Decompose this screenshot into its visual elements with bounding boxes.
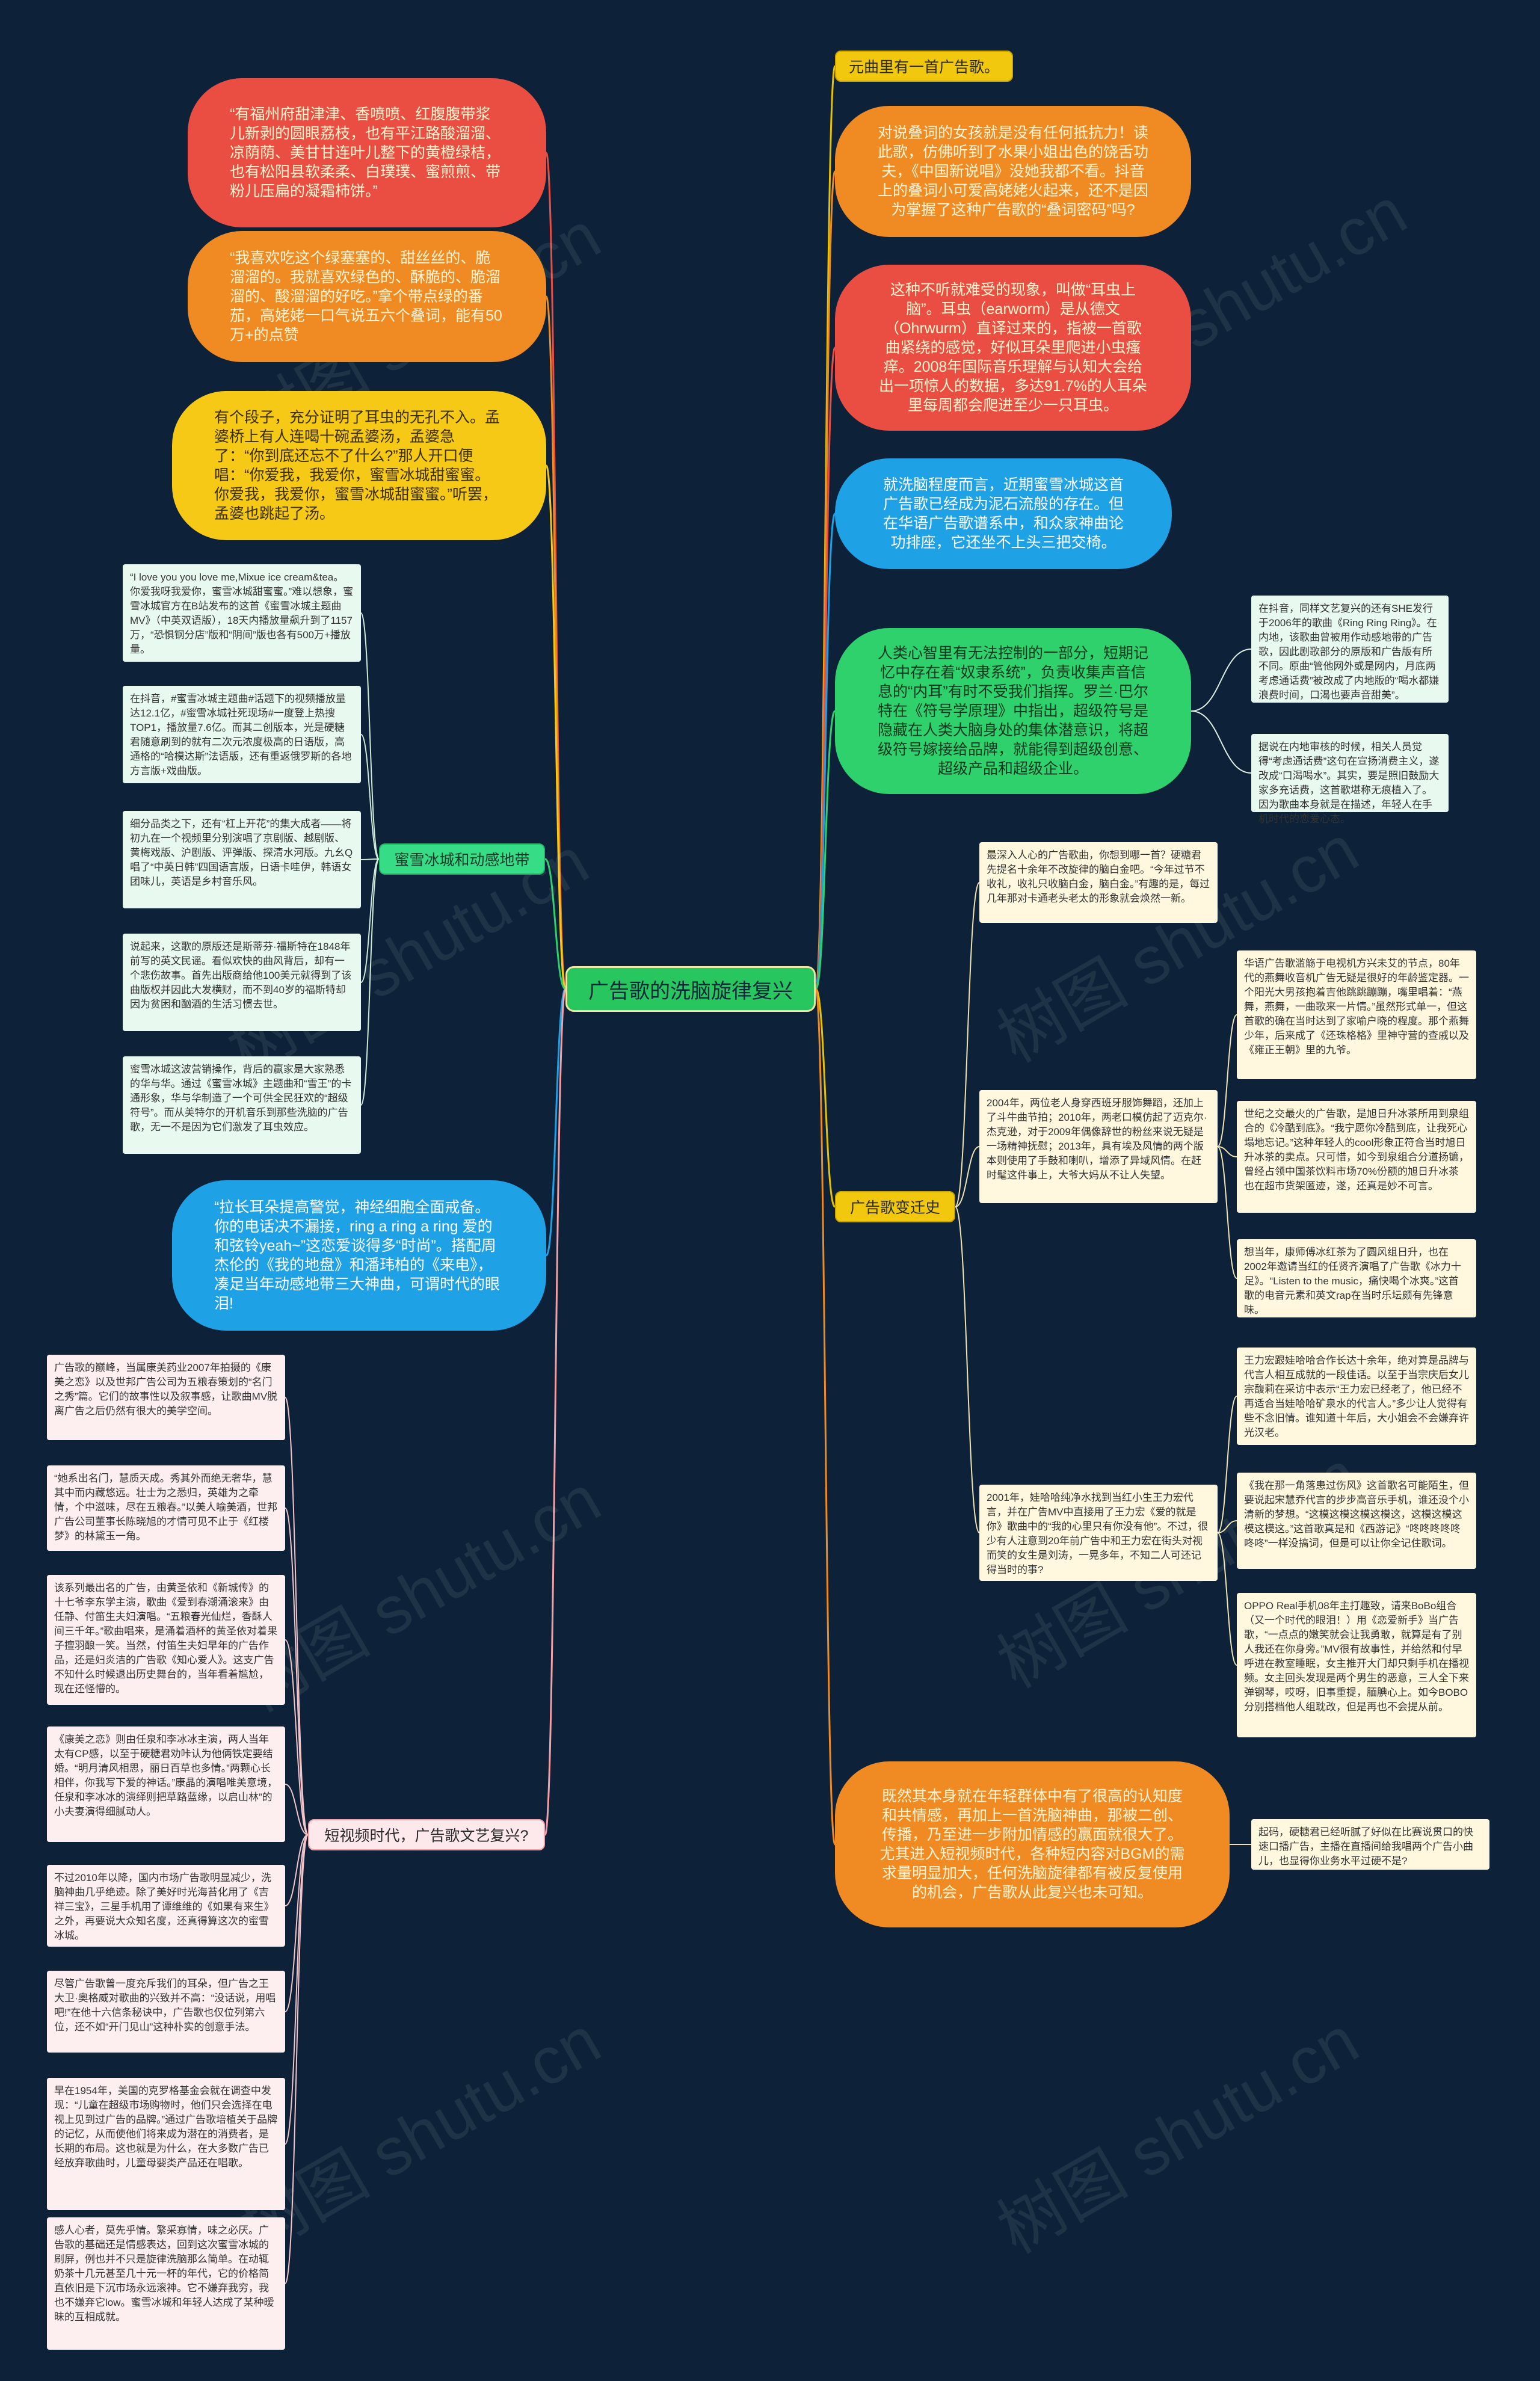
connector-line (955, 882, 980, 1207)
note-card: 最深入人心的广告歌曲，你想到哪一首？硬糖君先提名十余年不改旋律的脑白金吧。“今年… (979, 842, 1218, 923)
topic-mengpo-joke[interactable]: 有个段子，充分证明了耳虫的无孔不入。孟婆桥上有人连喝十碗孟婆汤，孟婆急了：“你到… (172, 391, 546, 540)
connector-line (360, 858, 380, 860)
note-card: 王力宏跟娃哈哈合作长达十余年，绝对算是品牌与代言人相互成就的一段佳话。以至于当宗… (1237, 1348, 1476, 1445)
connector-line (545, 152, 567, 990)
note-card: 说起来，这歌的原版还是斯蒂芬·福斯特在1848年前写的英文民谣。看似欢快的曲风背… (123, 934, 361, 1031)
note-card: 世纪之交最火的广告歌，是旭日升冰茶所用到泉组合的《冷酷到底》。“我宁愿你冷酷到底… (1237, 1101, 1476, 1213)
topic-text: “有福州府甜津津、香喷喷、红腹腹带浆儿新剥的圆眼荔枝，也有平江路酸溜溜、凉荫荫、… (230, 106, 501, 200)
topic-m-zone-songs[interactable]: “拉长耳朵提高警觉，神经细胞全面戒备。你的电话决不漏接，ring a ring … (172, 1180, 546, 1331)
topic-text: 既然其本身就在年轻群体中有了很高的认知度和共情感，再加上一首洗脑神曲，那被二创、… (879, 1788, 1185, 1901)
topic-brainwash-degree[interactable]: 就洗脑程度而言，近期蜜雪冰城这首广告歌已经成为泥石流般的存在。但在华语广告歌谱系… (835, 458, 1172, 569)
note-card: 细分品类之下，还有“杠上开花”的集大成者——将初九在一个视频里分别演唱了京剧版、… (123, 811, 361, 908)
note-card: “她系出名门，慧质天成。秀其外而绝无奢华，慧其中而内藏悠远。壮士为之悉归，英雄为… (47, 1465, 285, 1551)
connector-line (545, 464, 567, 990)
topic-earworm[interactable]: 这种不听就难受的现象，叫做“耳虫上脑”。耳虫（earworm）是从德文（Ohrw… (835, 265, 1191, 431)
note-card: 不过2010年以降，国内市场广告歌明显减少，洗脑神曲几乎绝迹。除了美好时光海苔化… (47, 1865, 285, 1947)
topic-yuanqu-lyrics[interactable]: “有福州府甜津津、香喷喷、红腹腹带浆儿新剥的圆眼荔枝，也有平江路酸溜溜、凉荫荫、… (188, 78, 546, 227)
note-card: 蜜雪冰城这波营销操作，背后的赢家是大家熟悉的华与华。通过《蜜雪冰城》主题曲和“雪… (123, 1056, 361, 1154)
connector-line (285, 1834, 309, 2145)
topic-ad-song-history[interactable]: 广告歌变迁史 (835, 1191, 955, 1222)
connector-line (285, 1834, 309, 2284)
connector-line (360, 858, 380, 1106)
note-card: 2001年，娃哈哈纯净水找到当红小生王力宏代言，并在广告MV中直接用了王力宏《爱… (979, 1485, 1218, 1581)
topic-text: 这种不听就难受的现象，叫做“耳虫上脑”。耳虫（earworm）是从德文（Ohrw… (879, 282, 1147, 414)
note-card: 《康美之恋》则由任泉和李冰冰主演，两人当年太有CP感，以至于硬糖君劝咔认为他俩铁… (47, 1726, 285, 1842)
topic-gao-laolao[interactable]: “我喜欢吃这个绿塞塞的、甜丝丝的、脆溜溜的。我就喜欢绿色的、酥脆的、脆溜溜的、酸… (188, 231, 546, 362)
connector-line (285, 1834, 309, 1906)
connector-line (1217, 1146, 1237, 1279)
note-card: 广告歌的巅峰，当属康美药业2007年拍摄的《康美之恋》以及世邦广告公司为五粮春策… (47, 1355, 285, 1440)
connector-line (1190, 710, 1252, 774)
connector-line (545, 295, 567, 990)
note-card: 2004年，两位老人身穿西班牙服饰舞蹈，还加上了斗牛曲节拍；2010年，两老口模… (979, 1090, 1218, 1203)
topic-text: 对说叠词的女孩就是没有任何抵抗力！读此歌，仿佛听到了水果小姐出色的饶舌功夫，《中… (877, 125, 1148, 218)
connector-line (360, 858, 380, 983)
note-card: “I love you you love me,Mixue ice cream&… (123, 564, 361, 662)
connector-line (1190, 648, 1252, 712)
topic-text: “我喜欢吃这个绿塞塞的、甜丝丝的、脆溜溜的。我就喜欢绿色的、酥脆的、脆溜溜的、酸… (230, 250, 502, 343)
topic-super-symbol[interactable]: 人类心智里有无法控制的一部分，短期记忆中存在着“奴隶系统”，负责收集声音信息的“… (835, 628, 1191, 794)
connector-line (1217, 1520, 1237, 1533)
topic-short-video-revival[interactable]: 短视频时代，广告歌文艺复兴? (308, 1819, 545, 1850)
connector-line (285, 1397, 309, 1835)
connector-line (545, 988, 567, 1257)
note-card: 感人心者，莫先乎情。繁采寡情，味之必厌。广告歌的基础还是情感表达，回到这次蜜雪冰… (47, 2217, 285, 2350)
connector-line (815, 710, 836, 990)
topic-mixue-and-m-zone[interactable]: 蜜雪冰城和动感地带 (379, 843, 545, 875)
topic-duplicate-words[interactable]: 对说叠词的女孩就是没有任何抵抗力！读此歌，仿佛听到了水果小姐出色的饶舌功夫，《中… (835, 106, 1191, 237)
connector-line (955, 1146, 980, 1207)
note-card: 起码，硬糖君已经听腻了好似在比赛说贯口的快速口播广告，主播在直播间给我唱两个广告… (1251, 1819, 1489, 1870)
connector-line (815, 988, 836, 1846)
connector-line (285, 1508, 309, 1835)
note-card: 想当年，康师傅冰红茶为了圆风组日升，也在2002年邀请当红的任贤齐演唱了广告歌《… (1237, 1239, 1476, 1317)
note-card: 在抖音，同样文艺复兴的还有SHE发行于2006年的歌曲《Ring Ring Ri… (1251, 596, 1449, 703)
note-card: 据说在内地审核的时候，相关人员觉得“考虑通话费”这句在宣扬消费主义，遂改成“口渴… (1251, 734, 1449, 825)
connector-line (1217, 1532, 1237, 1666)
connector-line (1217, 1014, 1237, 1147)
topic-revival-conclusion[interactable]: 既然其本身就在年轻群体中有了很高的认知度和共情感，再加上一首洗脑神曲，那被二创、… (835, 1761, 1230, 1927)
connector-line (1217, 1396, 1237, 1533)
connector-line (955, 1206, 980, 1533)
topic-yuanqu-ad-song[interactable]: 元曲里有一首广告歌。 (835, 51, 1013, 82)
note-card: OPPO Real手机08年主打趣致，请来BoBo组合（又一个时代的眼泪！）用《… (1237, 1593, 1476, 1737)
note-card: 尽管广告歌曾一度充斥我们的耳朵，但广告之王大卫·奥格威对歌曲的兴致并不高：“没话… (47, 1971, 285, 2053)
connector-line (815, 988, 836, 1208)
note-card: 华语广告歌滥觞于电视机方兴未艾的节点，80年代的燕舞收音机广告无疑是很好的年龄鉴… (1237, 950, 1476, 1079)
connector-line (285, 1639, 309, 1835)
topic-text: 就洗脑程度而言，近期蜜雪冰城这首广告歌已经成为泥石流般的存在。但在华语广告歌谱系… (882, 476, 1124, 551)
note-card: 该系列最出名的广告，由黄圣依和《新城传》的十七爷李东学主演，歌曲《爱到春潮涌滚来… (47, 1575, 285, 1705)
connector-line (1217, 1146, 1237, 1157)
connector-line (544, 858, 567, 990)
topic-text: 有个段子，充分证明了耳虫的无孔不入。孟婆桥上有人连喝十碗孟婆汤，孟婆急了：“你到… (214, 409, 500, 522)
connector-line (285, 1784, 309, 1835)
connector-line (360, 612, 380, 860)
note-card: 早在1954年，美国的克罗格基金会就在调查中发现：“儿童在超级市场购物时，他们只… (47, 2078, 285, 2210)
root-topic[interactable]: 广告歌的洗脑旋律复兴 (565, 966, 816, 1012)
connector-line (544, 988, 567, 1836)
topic-text: 人类心智里有无法控制的一部分，短期记忆中存在着“奴隶系统”，负责收集声音信息的“… (877, 645, 1148, 777)
connector-line (815, 513, 836, 990)
note-card: 在抖音，#蜜雪冰城主题曲#话题下的视频播放量达12.1亿，#蜜雪冰城社死现场#一… (123, 686, 361, 783)
connector-line (360, 734, 380, 860)
topic-text: “拉长耳朵提高警觉，神经细胞全面戒备。你的电话决不漏接，ring a ring … (214, 1199, 500, 1312)
connector-line (285, 1834, 309, 2012)
note-card: 《我在那一角落患过伤风》这首歌名可能陌生，但要说起宋慧乔代言的步步高音乐手机，谁… (1237, 1473, 1476, 1569)
